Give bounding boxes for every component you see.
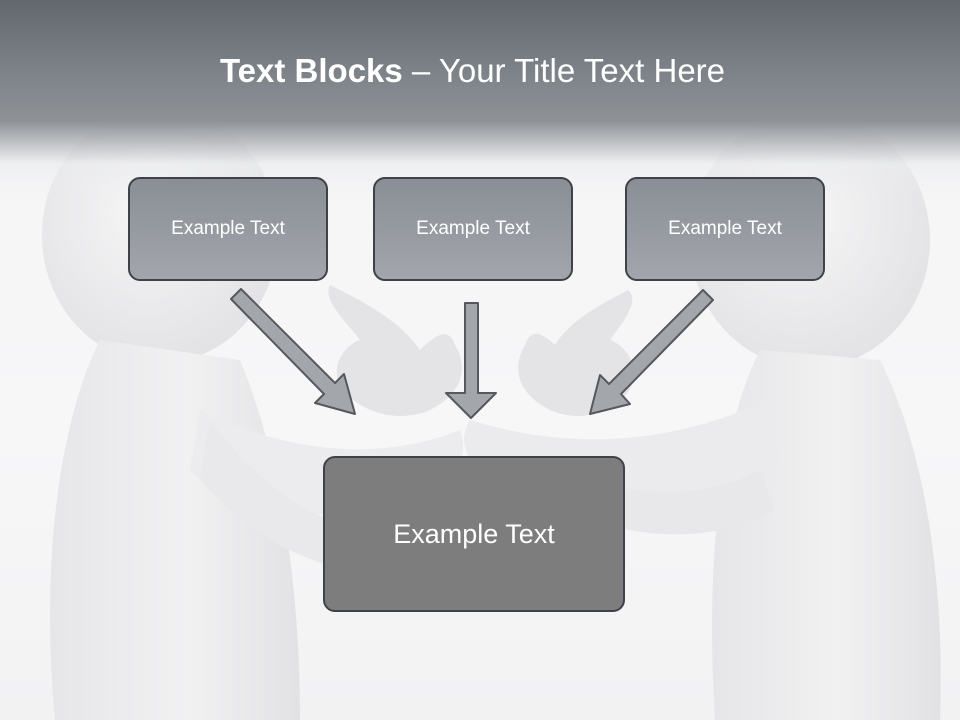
text-block-left[interactable]: Example Text <box>128 177 328 281</box>
title-rest: Your Title Text Here <box>438 52 726 89</box>
slide-title: Text Blocks – Your Title Text Here <box>0 52 945 90</box>
text-block-center[interactable]: Example Text <box>373 177 573 281</box>
pointing-hands <box>328 285 635 416</box>
header-band <box>0 0 960 195</box>
text-block-main[interactable]: Example Text <box>323 456 625 612</box>
title-separator: – <box>402 52 439 89</box>
title-bold: Text Blocks <box>219 52 403 89</box>
text-block-right[interactable]: Example Text <box>625 177 825 281</box>
text-block-center-label: Example Text <box>416 218 530 239</box>
text-block-main-label: Example Text <box>393 518 555 549</box>
text-block-right-label: Example Text <box>668 218 782 239</box>
text-block-left-label: Example Text <box>171 218 285 239</box>
